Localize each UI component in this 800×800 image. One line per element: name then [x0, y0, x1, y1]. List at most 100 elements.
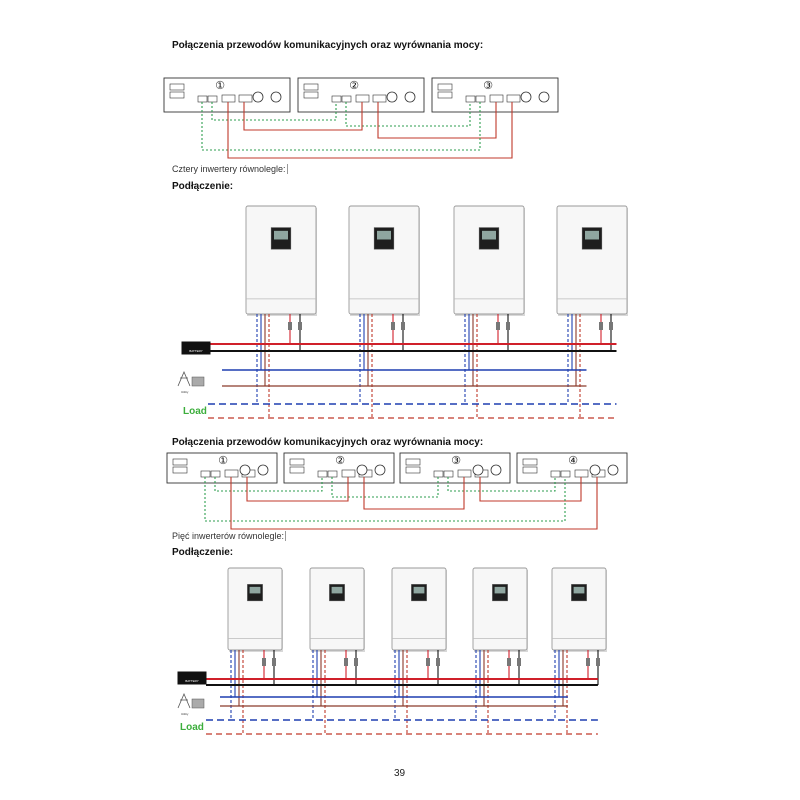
panel-knob-2	[374, 464, 386, 476]
share-port-2	[506, 94, 521, 103]
comm-port-1	[317, 470, 328, 478]
current-sharing-cable	[377, 102, 497, 139]
fuse-icon	[599, 322, 603, 330]
panel-slot-bottom	[172, 466, 188, 474]
lcd-display	[573, 586, 585, 594]
panel-slot-top	[522, 458, 538, 466]
load-label: Load	[183, 406, 207, 417]
utility-tower-shape	[177, 370, 191, 387]
comm-cable-return	[204, 477, 566, 522]
comm-port-2	[560, 470, 571, 478]
load-label: Load	[180, 722, 204, 733]
inverter-unit-five-1	[227, 567, 283, 652]
inverter-panel-three-2: ②	[297, 77, 425, 113]
utility-building-shape	[191, 376, 205, 387]
panel-knob-2	[490, 464, 502, 476]
lcd-display	[249, 586, 261, 594]
inverter-panel-three-3: ③	[431, 77, 559, 113]
heading-comm-wiring-2: Połączenia przewodów komunikacyjnych ora…	[172, 437, 484, 448]
page-number: 39	[394, 768, 406, 779]
inverter-unit-five-3	[391, 567, 447, 652]
fuse-icon	[298, 322, 302, 330]
share-port-1	[224, 469, 239, 478]
battery-body	[177, 671, 207, 685]
share-port-1	[489, 94, 504, 103]
panel-number-label: ①	[218, 454, 228, 467]
share-port-1	[221, 94, 236, 103]
panel-slot-top	[303, 83, 319, 91]
inverter-panel-three-1: ①	[163, 77, 291, 113]
inverter-body	[245, 205, 317, 315]
share-port-2	[372, 94, 387, 103]
comm-port-1	[550, 470, 561, 478]
fuse-icon	[506, 322, 510, 330]
panel-number-label: ③	[483, 79, 493, 92]
lcd-display	[585, 230, 599, 240]
inverter-panel-four-4: ④	[516, 452, 628, 484]
caption-four-inverters: Cztery inwertery równolegle:	[172, 164, 288, 174]
comm-port-1	[200, 470, 211, 478]
panel-number-label: ②	[349, 79, 359, 92]
current-sharing-cable	[243, 102, 363, 131]
current-sharing-cable	[479, 477, 582, 502]
utility-label: Utility	[181, 390, 189, 394]
panel-slot-bottom	[522, 466, 538, 474]
current-sharing-cable	[363, 477, 465, 510]
panel-slot-bottom	[437, 91, 453, 99]
panel-number-label: ④	[568, 454, 578, 467]
comm-port-2	[210, 470, 221, 478]
fuse-icon	[354, 658, 358, 666]
panel-knob-1	[356, 464, 368, 476]
battery-icon: BATTERY	[181, 341, 211, 355]
utility-building-shape	[191, 698, 205, 709]
comm-cable	[331, 477, 439, 498]
comm-port-1	[331, 95, 342, 103]
comm-cable-return	[201, 102, 481, 151]
battery-label: BATTERY	[189, 349, 203, 353]
battery-icon: BATTERY	[177, 671, 207, 685]
panel-knob-2	[404, 91, 416, 103]
comm-port-2	[207, 95, 218, 103]
current-sharing-cable-return	[230, 477, 598, 530]
fuse-icon	[272, 658, 276, 666]
inverter-body	[551, 567, 607, 651]
comm-cable	[214, 477, 323, 492]
inverter-body	[348, 205, 420, 315]
comm-port-1	[197, 95, 208, 103]
panel-slot-bottom	[289, 466, 305, 474]
panel-knob-1	[589, 464, 601, 476]
lcd-display	[413, 586, 425, 594]
inverter-unit-five-4	[472, 567, 528, 652]
comm-port-2	[475, 95, 486, 103]
panel-slot-top	[437, 83, 453, 91]
battery-body	[181, 341, 211, 355]
inverter-body	[472, 567, 528, 651]
fuse-icon	[496, 322, 500, 330]
fuse-icon	[507, 658, 511, 666]
inverter-panel-four-3: ③	[399, 452, 511, 484]
inverter-body	[556, 205, 628, 315]
fuse-icon	[288, 322, 292, 330]
heading-connection-1: Podłączenie:	[172, 181, 234, 192]
utility-tower-icon: Utility	[177, 370, 205, 394]
fuse-icon	[517, 658, 521, 666]
utility-tower-icon: Utility	[177, 692, 205, 716]
inverter-unit-five-5	[551, 567, 607, 652]
inverter-panel-four-2: ②	[283, 452, 395, 484]
panel-slot-bottom	[405, 466, 421, 474]
panel-knob-1	[252, 91, 264, 103]
panel-knob-1	[520, 91, 532, 103]
panel-number-label: ②	[335, 454, 345, 467]
panel-slot-top	[405, 458, 421, 466]
panel-knob-2	[538, 91, 550, 103]
panel-number-label: ③	[451, 454, 461, 467]
comm-port-2	[327, 470, 338, 478]
panel-knob-2	[257, 464, 269, 476]
fuse-icon	[262, 658, 266, 666]
utility-label: Utility	[181, 712, 189, 716]
panel-number-label: ①	[215, 79, 225, 92]
lcd-display	[377, 230, 391, 240]
comm-port-2	[443, 470, 454, 478]
